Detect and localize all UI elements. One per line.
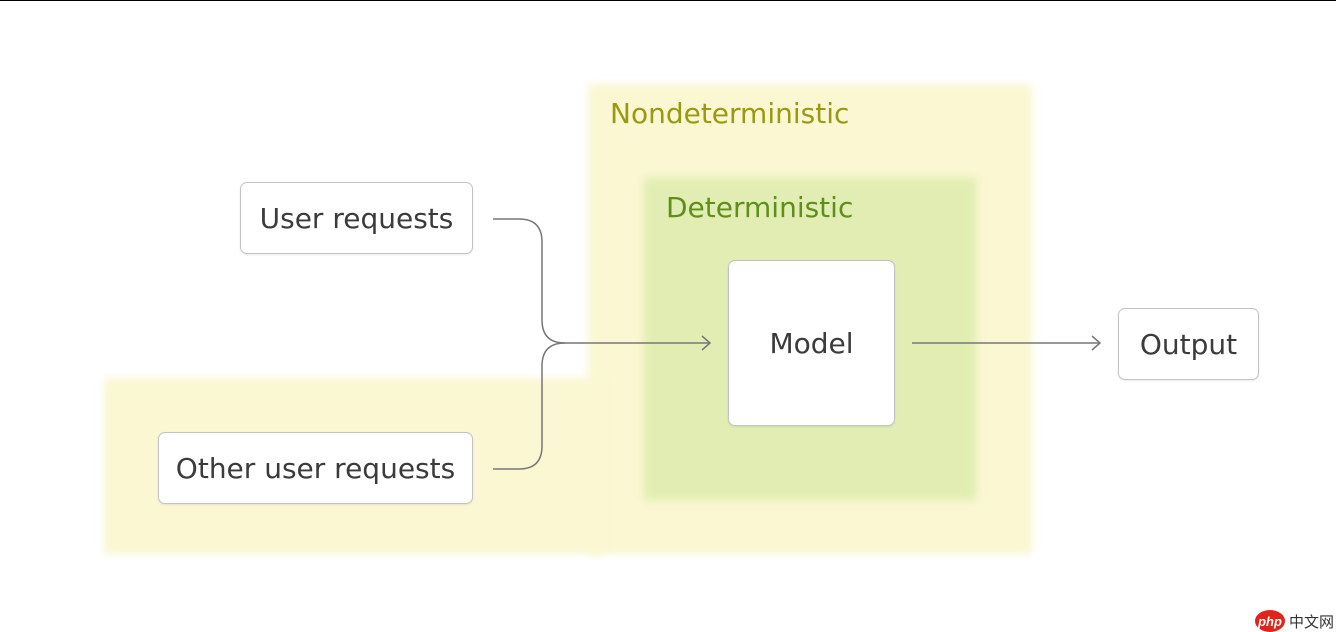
output-node: Output — [1118, 308, 1259, 380]
other-user-requests-node: Other user requests — [158, 432, 473, 504]
watermark: php 中文网 — [1255, 610, 1334, 632]
arrowhead-to-output — [1091, 335, 1102, 351]
top-border — [0, 0, 1336, 1]
watermark-text: 中文网 — [1289, 612, 1335, 631]
user-requests-node: User requests — [240, 182, 473, 254]
watermark-logo: php — [1255, 610, 1285, 632]
model-node: Model — [728, 260, 895, 426]
arrowhead-to-model — [701, 335, 712, 351]
connector-user-requests — [493, 218, 566, 344]
nondeterministic-label: Nondeterministic — [610, 97, 850, 130]
connector-other-user-requests — [493, 342, 566, 470]
deterministic-label: Deterministic — [666, 191, 854, 224]
